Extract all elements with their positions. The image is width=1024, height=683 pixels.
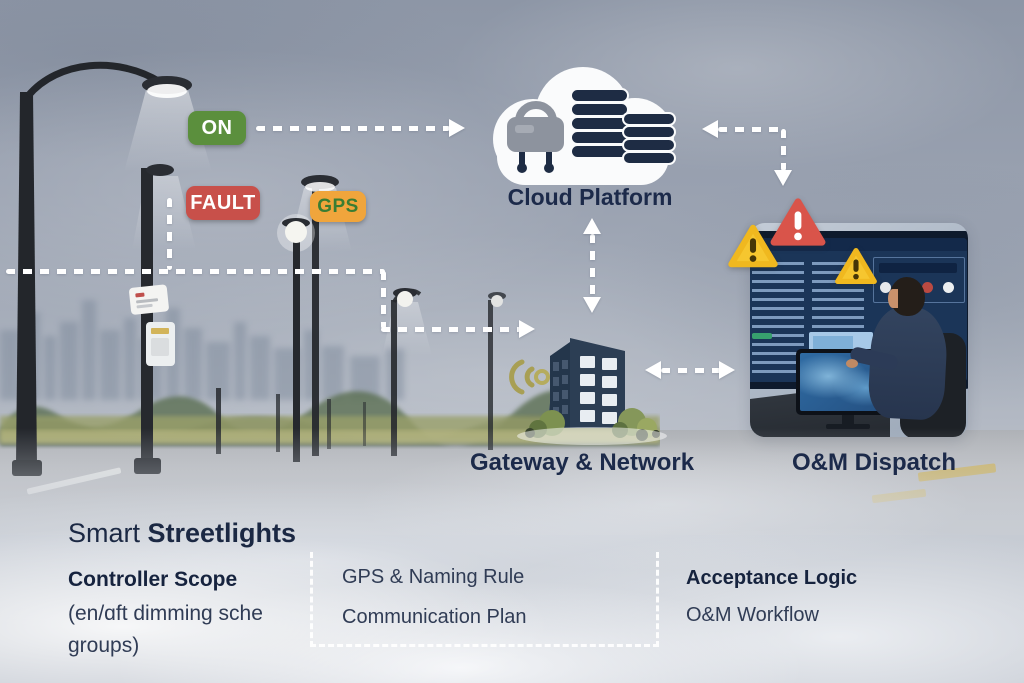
- streetlight-1: [12, 61, 212, 476]
- arrowhead-up-cloud: [583, 218, 601, 234]
- city-skyline: [0, 300, 404, 400]
- monitor-stand: [842, 415, 854, 425]
- communication-plan-text: Communication Plan: [342, 606, 527, 628]
- arrow-fault-horizontal: [6, 269, 385, 274]
- arrow-dispatch-to-cloud: [718, 127, 784, 132]
- acceptance-logic-heading: Acceptance Logic: [686, 567, 858, 589]
- indicator-dot-white: [880, 282, 891, 293]
- status-badge-fault: FAULT: [186, 186, 260, 220]
- arrowhead-left-gateway: [645, 361, 661, 379]
- dashboard-green-tag: [752, 333, 772, 339]
- warning-icon-yellow-1: [728, 224, 778, 268]
- pole-controller-box: [129, 284, 169, 315]
- arrow-gateway-dispatch: [661, 368, 721, 373]
- iot-device-icon: [507, 101, 564, 173]
- dashboard-search-bar: [879, 263, 957, 273]
- arrow-on-to-cloud: [256, 126, 450, 131]
- warning-icon-yellow-2: [835, 248, 877, 284]
- controller-scope-line1: (en/ɑft dimming sche: [68, 602, 263, 625]
- distant-streetlight-poles: [216, 388, 366, 454]
- dashboard-highlight-inner: [813, 336, 853, 349]
- gateway-node: [509, 338, 667, 445]
- operator-face: [888, 289, 898, 308]
- footer-title: Smart Streetlights: [68, 518, 296, 549]
- warning-icon-red: [770, 198, 826, 246]
- cloud-platform-label: Cloud Platform: [507, 184, 673, 210]
- arrow-fault-down: [381, 271, 386, 329]
- indicator-dot-red: [922, 282, 933, 293]
- arrowhead-to-cloud: [702, 120, 718, 138]
- footer-title-prefix: Smart: [68, 518, 148, 548]
- footer-title-bold: Streetlights: [147, 518, 297, 548]
- arrowhead-right-dispatch: [719, 361, 735, 379]
- dashboard-list-left: [752, 262, 804, 378]
- arrowhead-to-gateway: [519, 320, 535, 338]
- arrow-fault-drop: [167, 198, 172, 270]
- arrowhead-down-gateway: [583, 297, 601, 313]
- middle-dashed-box: [310, 552, 659, 647]
- om-dispatch-label: O&M Dispatch: [791, 449, 957, 476]
- arrow-to-gateway: [381, 327, 521, 332]
- controller-scope-line2: groups): [68, 634, 140, 657]
- gateway-network-label: Gateway & Network: [469, 449, 695, 476]
- controller-scope-heading: Controller Scope: [68, 568, 238, 591]
- streetlight-2-controller-pole: [129, 164, 196, 474]
- arrowhead-on-to-cloud: [449, 119, 465, 137]
- streetlight-4: [277, 214, 315, 462]
- arrow-cloud-gateway: [590, 234, 595, 298]
- streetlight-6: [488, 292, 506, 450]
- operator-hand: [846, 359, 858, 368]
- cloud-platform-node: [493, 67, 676, 185]
- status-badge-on: ON: [188, 111, 246, 145]
- arrowhead-down-dispatch: [774, 170, 792, 186]
- om-workflow-text: O&M Workflow: [686, 604, 819, 626]
- monitor-base: [826, 424, 870, 429]
- gps-naming-rule-text: GPS & Naming Rule: [342, 566, 525, 588]
- arrow-down-to-dispatch: [781, 129, 786, 171]
- signal-icon: [509, 359, 550, 395]
- building-icon: [550, 338, 625, 428]
- status-badge-gps: GPS: [310, 191, 366, 222]
- database-icon: [570, 88, 676, 165]
- indicator-dot-white2: [943, 282, 954, 293]
